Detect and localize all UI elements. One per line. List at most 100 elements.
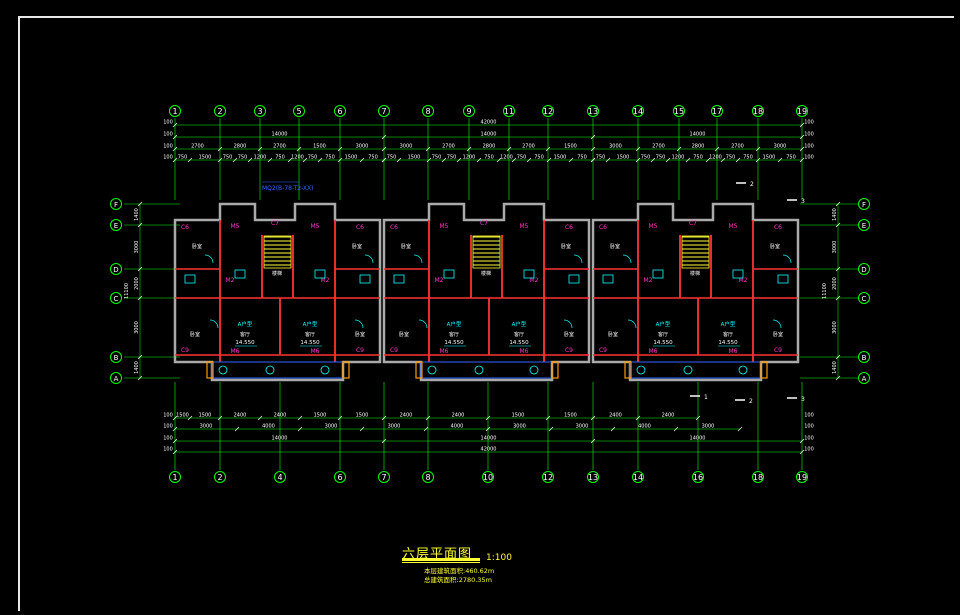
axis-bubble-label: 8 xyxy=(425,107,430,116)
dim-units-bottom-value: 14000 xyxy=(690,436,706,442)
dim-row3-top-value: 1200 xyxy=(709,155,722,161)
window-tag: C6 xyxy=(599,224,607,231)
dim-right-tick xyxy=(835,201,841,207)
axis-bubble xyxy=(169,471,181,483)
window-tag: M2 xyxy=(644,277,653,284)
axis-bubble xyxy=(632,105,644,117)
dim-row2-bottom-tick xyxy=(337,415,343,421)
dim-row1-bottom-value: 3000 xyxy=(325,424,338,430)
unit-type-label: A户型 xyxy=(656,320,671,328)
elevation-label: 14.550 xyxy=(235,340,255,346)
dim-row2-top-value: 3000 xyxy=(356,144,369,150)
room-label: 卧室 xyxy=(190,331,200,338)
dim-row2-bottom-value: 1500 xyxy=(356,413,369,419)
dim-right-value: 1400 xyxy=(832,208,838,221)
annotation-label: MQ2(B-78-T2-XX) xyxy=(262,185,314,192)
axis-bubble-label: A xyxy=(862,375,867,383)
dim-row3-top-tick xyxy=(568,157,574,163)
drain-symbol xyxy=(683,365,693,375)
dim-row2-bottom-value: 2400 xyxy=(662,413,675,419)
dim-total-top-value: 42000 xyxy=(481,120,497,126)
dim-units-bottom-tick xyxy=(381,438,387,444)
dim-row3-top-tick xyxy=(720,157,726,163)
section-marker-label: 3 xyxy=(801,396,805,403)
axis-bubble-label: 16 xyxy=(693,473,703,482)
dim-right-value: 1400 xyxy=(832,361,838,374)
axis-bubble-label: 12 xyxy=(543,107,553,116)
dim-units-top-value: 14000 xyxy=(481,132,497,138)
window-tag: M5 xyxy=(729,223,738,230)
dim-left-value: 2000 xyxy=(134,277,140,290)
dim-row3-top-value: 750 xyxy=(577,155,587,161)
axis-bubble xyxy=(334,105,346,117)
dim-row2-top-tick xyxy=(337,146,343,152)
dim-row3-top-value: 750 xyxy=(596,155,606,161)
door-swing xyxy=(209,319,219,329)
axis-bubble xyxy=(796,105,808,117)
dim-row3-top-value: 750 xyxy=(387,155,397,161)
dim-row3-top-tick xyxy=(317,157,323,163)
dim-row2-bottom-tick xyxy=(257,415,263,421)
balcony-post xyxy=(415,361,423,379)
dim-row2-top-value: 2700 xyxy=(273,144,286,150)
door-swing xyxy=(354,319,364,329)
dim-left-tick xyxy=(137,375,143,381)
dim-end-value: 100 xyxy=(804,144,814,150)
dim-row3-top-value: 750 xyxy=(238,155,248,161)
window-tag: M5 xyxy=(231,223,240,230)
title-underline xyxy=(402,558,480,561)
dim-row3-top-value: 750 xyxy=(693,155,703,161)
window-tag: C6 xyxy=(181,224,189,231)
axis-bubble-label: 12 xyxy=(543,473,553,482)
dim-row2-top-value: 2700 xyxy=(652,144,665,150)
axis-bubble xyxy=(587,471,599,483)
stair-well xyxy=(681,235,710,269)
axis-bubble xyxy=(752,471,764,483)
dim-row3-top-tick xyxy=(426,157,432,163)
balcony-post xyxy=(551,361,559,379)
window-tag: M5 xyxy=(649,223,658,230)
dim-row1-bottom-tick xyxy=(297,426,303,432)
dim-row3-top-value: 750 xyxy=(325,155,335,161)
sanitary-fixture xyxy=(443,269,455,279)
dim-row2-bottom-tick xyxy=(425,415,431,421)
elevation-label: 14.550 xyxy=(718,340,738,346)
dim-row2-top-tick xyxy=(172,146,178,152)
dim-row3-top-value: 1200 xyxy=(291,155,304,161)
dim-row3-top-value: 1500 xyxy=(617,155,630,161)
dim-row3-top-value: 1200 xyxy=(254,155,267,161)
dim-row1-bottom-value: 4000 xyxy=(451,424,464,430)
dim-end-value: 100 xyxy=(804,447,814,453)
window-tag: C9 xyxy=(390,347,398,354)
dim-row3-top-tick xyxy=(705,157,711,163)
dim-total-bottom-tick xyxy=(172,449,178,455)
axis-bubble-label: E xyxy=(862,222,866,230)
dim-left-tick xyxy=(137,266,143,272)
dim-row2-top-value: 2800 xyxy=(692,144,705,150)
dim-row2-top-value: 1500 xyxy=(564,144,577,150)
drain-symbol xyxy=(218,365,228,375)
dim-row3-top-value: 1500 xyxy=(408,155,421,161)
axis-bubble xyxy=(711,105,723,117)
sanitary-fixture xyxy=(568,274,580,284)
dim-row3-top-value: 750 xyxy=(534,155,544,161)
room-label: 卧室 xyxy=(608,331,618,338)
window-tag: C9 xyxy=(565,347,573,354)
room-label: 客厅 xyxy=(449,331,459,338)
dim-row2-top-tick xyxy=(676,146,682,152)
dim-row3-top-tick xyxy=(755,157,761,163)
axis-bubble-label: 14 xyxy=(633,473,643,482)
axis-bubble-label: 19 xyxy=(797,473,807,482)
drain-symbol xyxy=(427,365,437,375)
window-tag: M6 xyxy=(520,348,529,355)
dim-row3-top-tick xyxy=(511,157,517,163)
unit-type-label: A户型 xyxy=(721,320,736,328)
dim-row2-top-tick xyxy=(590,146,596,152)
axis-bubble-label: A xyxy=(114,375,119,383)
dim-row1-bottom-value: 4000 xyxy=(638,424,651,430)
balcony-post xyxy=(342,361,350,379)
dim-row2-top-tick xyxy=(296,146,302,152)
dim-left-tick xyxy=(137,201,143,207)
